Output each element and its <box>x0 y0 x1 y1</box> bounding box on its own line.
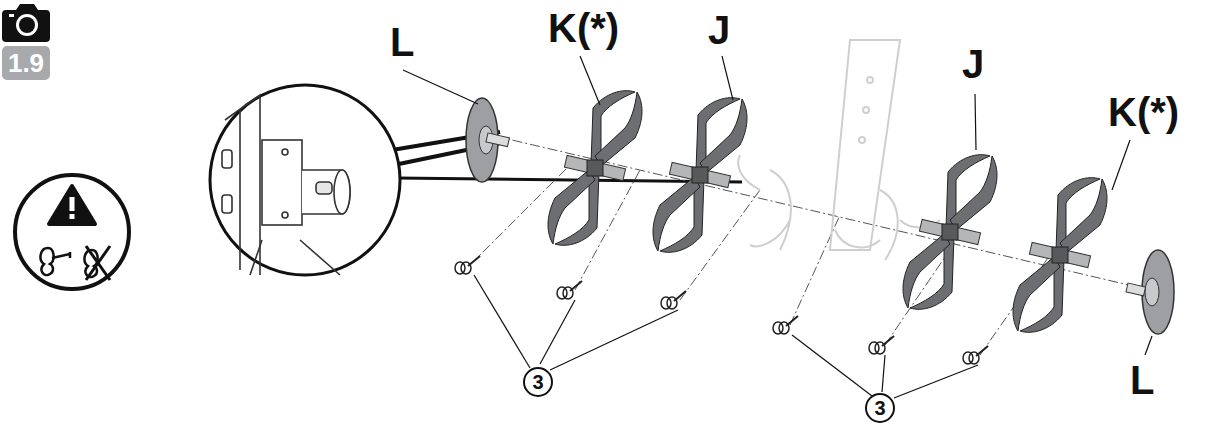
pins <box>455 256 988 364</box>
camera-icon <box>2 4 50 42</box>
part-letter: J <box>962 44 984 84</box>
center-lines <box>470 136 1150 355</box>
warning-symbol <box>15 175 129 289</box>
part-letter: J <box>708 10 730 50</box>
callout-number: 3 <box>523 367 553 397</box>
callout-leaders <box>474 275 978 398</box>
detail-magnifier <box>210 85 742 275</box>
part-letter: L <box>390 22 414 62</box>
leader-lines <box>403 56 1152 355</box>
part-letter: K(*) <box>1108 92 1179 132</box>
callout-number-text: 3 <box>532 372 543 392</box>
tine-parts <box>548 91 1107 333</box>
part-letter: K(*) <box>548 8 619 48</box>
callout-number: 3 <box>865 393 895 423</box>
tiller-frame <box>738 40 940 260</box>
figure-number: 1.9 <box>2 46 50 80</box>
disc-part <box>466 98 1174 334</box>
figure-number-text: 1.9 <box>8 50 44 76</box>
part-letter: L <box>1130 360 1154 400</box>
callout-number-text: 3 <box>874 398 885 418</box>
